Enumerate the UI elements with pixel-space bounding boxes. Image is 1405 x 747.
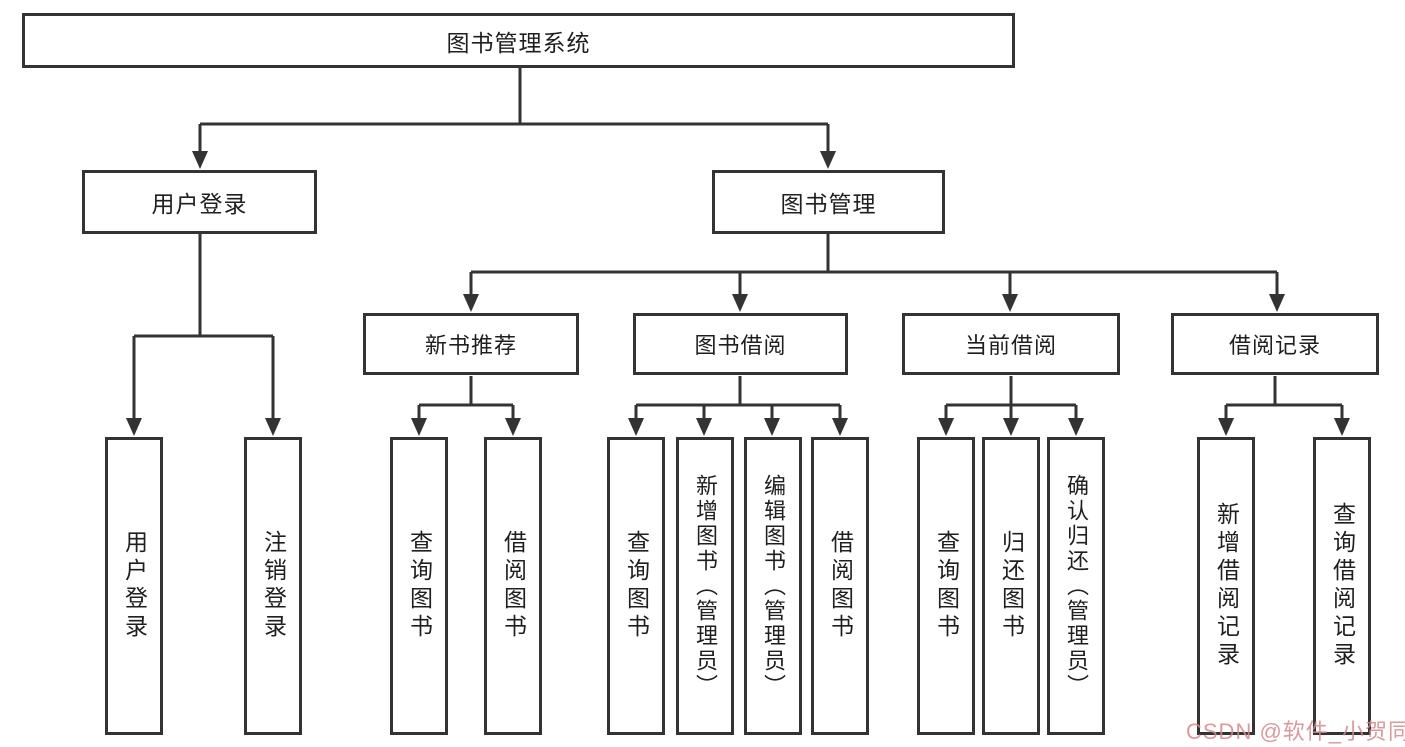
arrowheads-level3 <box>463 294 1285 312</box>
node-new-book-recommend-label: 新书推荐 <box>424 333 517 358</box>
leaf-borrow-borrow-books: 借阅图书 <box>811 437 869 735</box>
leaf-records-query-record: 查询借阅记录 <box>1313 437 1371 735</box>
leaf-current-query-books-label: 查询图书 <box>933 530 960 642</box>
leaf-borrow-edit-books-admin: 编辑图书（管理员） <box>744 437 802 735</box>
leaf-current-confirm-return-admin-label: 确认归还（管理员） <box>1064 473 1089 699</box>
node-user-login-branch: 用户登录 <box>82 170 317 234</box>
leaf-current-return-books-label: 归还图书 <box>998 530 1025 642</box>
connector-root-to-level2 <box>198 68 830 153</box>
leaf-current-query-books: 查询图书 <box>917 437 975 735</box>
arrowheads-leaves <box>126 418 1350 436</box>
arrowheads-level2 <box>192 151 836 169</box>
leaf-records-add-record-label: 新增借阅记录 <box>1213 502 1240 670</box>
node-new-book-recommend: 新书推荐 <box>363 313 579 375</box>
leaf-logout: 注销登录 <box>244 437 302 735</box>
connector-userlogin-to-leaves <box>132 234 275 419</box>
leaf-records-add-record: 新增借阅记录 <box>1197 437 1255 735</box>
connector-bookmgmt-to-level3 <box>469 234 1279 296</box>
leaf-user-login-label: 用户登录 <box>121 530 148 642</box>
node-root-label: 图书管理系统 <box>446 29 591 56</box>
leaf-borrow-edit-books-admin-label: 编辑图书（管理员） <box>761 473 786 699</box>
node-root-library-management-system: 图书管理系统 <box>22 13 1015 68</box>
leaf-newbook-borrow-books: 借阅图书 <box>484 437 542 735</box>
leaf-newbook-borrow-books-label: 借阅图书 <box>500 530 527 642</box>
node-book-borrow: 图书借阅 <box>633 313 848 375</box>
connector-newbook-to-leaves <box>417 376 515 419</box>
leaf-borrow-add-books-admin: 新增图书（管理员） <box>676 437 734 735</box>
node-borrow-records: 借阅记录 <box>1171 313 1379 375</box>
leaf-newbook-query-books-label: 查询图书 <box>406 530 433 642</box>
leaf-user-login: 用户登录 <box>105 437 163 735</box>
node-current-borrow-label: 当前借阅 <box>964 333 1057 358</box>
connector-records-to-leaves <box>1224 376 1344 419</box>
node-borrow-records-label: 借阅记录 <box>1228 333 1321 358</box>
node-book-management: 图书管理 <box>712 170 945 234</box>
leaf-logout-label: 注销登录 <box>260 530 287 642</box>
leaf-current-confirm-return-admin: 确认归还（管理员） <box>1047 437 1105 735</box>
leaf-newbook-query-books: 查询图书 <box>390 437 448 735</box>
leaf-borrow-query-books: 查询图书 <box>607 437 665 735</box>
leaf-borrow-add-books-admin-label: 新增图书（管理员） <box>693 473 718 699</box>
connector-currentborrow-to-leaves <box>944 376 1078 419</box>
node-current-borrow: 当前借阅 <box>902 313 1120 375</box>
connector-bookborrow-to-leaves <box>634 376 842 419</box>
leaf-current-return-books: 归还图书 <box>982 437 1040 735</box>
node-book-borrow-label: 图书借阅 <box>694 333 787 358</box>
node-book-management-label: 图书管理 <box>780 191 877 217</box>
csdn-watermark: CSDN @软件_小贺同学 <box>1186 719 1405 744</box>
node-user-login-branch-label: 用户登录 <box>151 191 248 217</box>
leaf-records-query-record-label: 查询借阅记录 <box>1329 502 1356 670</box>
leaf-borrow-query-books-label: 查询图书 <box>623 530 650 642</box>
leaf-borrow-borrow-books-label: 借阅图书 <box>827 530 854 642</box>
